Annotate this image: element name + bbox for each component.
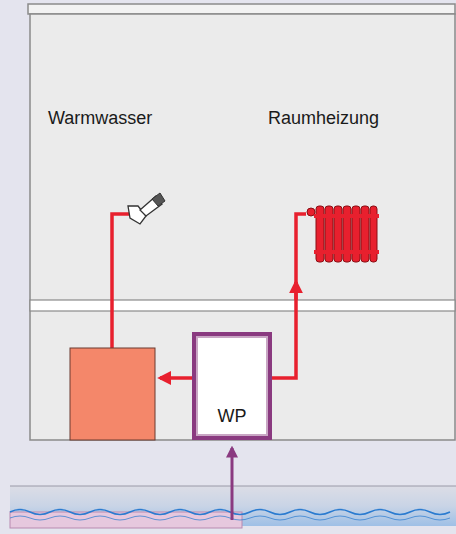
flow-arrow: [160, 376, 192, 380]
hot-water-pipe: [112, 214, 132, 348]
flow-arrow: [294, 282, 298, 300]
water-waves: [10, 516, 450, 520]
room-label: Raumheizung: [268, 108, 379, 130]
tap: [128, 193, 165, 224]
storage-tank: [70, 348, 155, 440]
water-waves: [10, 510, 450, 515]
floor-slab: [30, 300, 455, 311]
radiator: [307, 206, 379, 262]
heating-pipe: [272, 214, 306, 378]
room-label: Warmwasser: [48, 108, 152, 130]
roof: [28, 4, 455, 14]
source-arrow: [231, 448, 234, 520]
house-wall: [30, 14, 455, 440]
heat-pump-box: WP: [192, 332, 272, 440]
box-label: WP: [218, 406, 247, 436]
